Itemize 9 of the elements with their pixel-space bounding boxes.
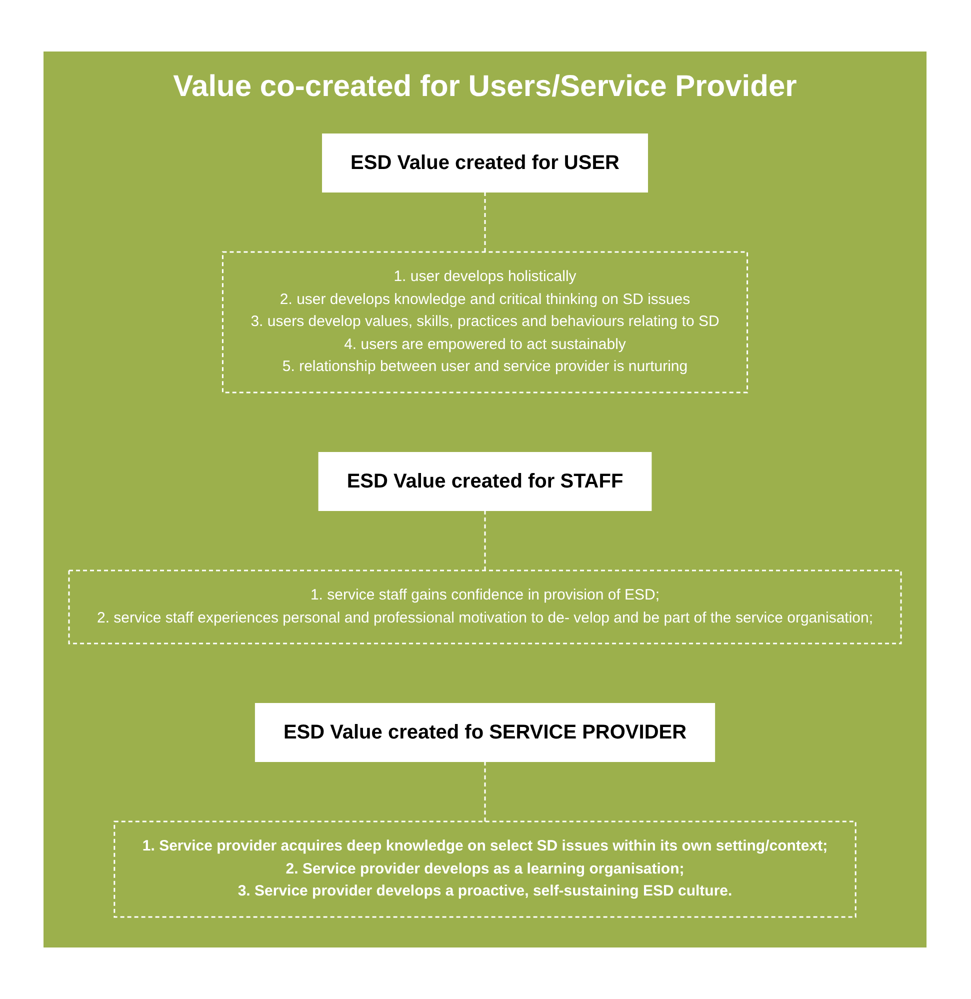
connector	[484, 762, 486, 822]
node-box: ESD Value created fo SERVICE PROVIDER	[255, 703, 716, 762]
node-box: ESD Value created for USER	[322, 134, 648, 192]
connector	[484, 192, 486, 252]
node-box: 1. Service provider acquires deep knowledge on select SD issues within its own setting/context; 2. Service provider develops as a learning organisation; 3. Service provider develops a proactive, self-sustaining ESD culture.	[114, 820, 857, 918]
node-box: 1. service staff gains confidence in provision of ESD; 2. service staff experiences personal and professional motivation to de- velop and be part of the service organisation;	[68, 570, 902, 644]
node-box: ESD Value created for STAFF	[318, 452, 652, 511]
connector	[484, 510, 486, 570]
node-box: 1. user develops holistically 2. user develops knowledge and critical thinking on SD issues 3. users develop values, skills, practices and behaviours relating to SD 4. users are empowered to act sustainably 5. relationship between user and service provider is nurturing	[222, 251, 749, 394]
